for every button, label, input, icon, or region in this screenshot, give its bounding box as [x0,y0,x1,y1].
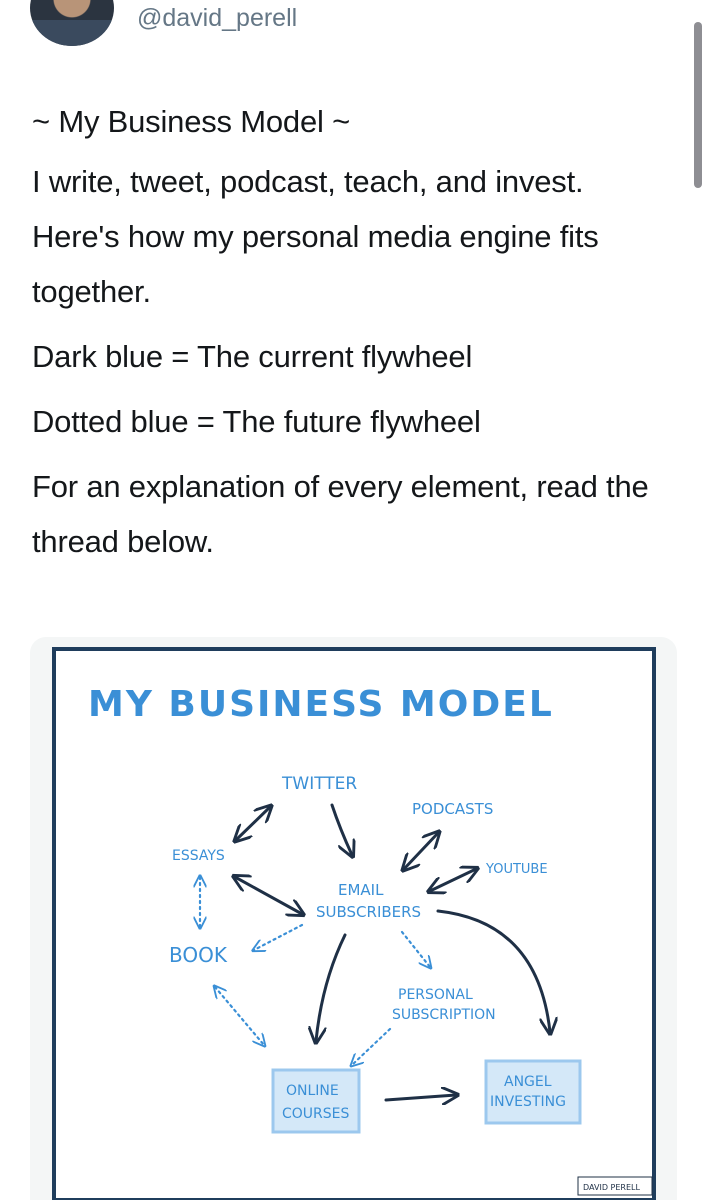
signature: DAVID PERELL [583,1183,640,1192]
scrollbar[interactable] [694,22,702,188]
signature-box [577,1176,653,1196]
node-angel-line1: ANGEL [504,1074,552,1090]
arrow-email-angel [436,909,550,1032]
diagram-title: MY BUSINESS MODEL [88,684,554,725]
arrow-email-book [254,923,304,950]
node-personal-line2: SUBSCRIPTION [392,1007,496,1023]
tweet-paragraph-4: For an explanation of every element, rea… [32,469,649,559]
node-book: BOOK [169,943,228,967]
arrow-podcasts-email [404,833,438,869]
courses-box [271,1068,361,1134]
tweet-paragraph-2: Dark blue = The current flywheel [32,339,473,374]
business-model-diagram: MY BUSINESS MODEL TWITTER PODCASTS ESSAY… [52,647,656,1200]
node-courses-line1: ONLINE [286,1083,339,1099]
tweet-paragraph-1: I write, tweet, podcast, teach, and inve… [32,164,599,309]
arrow-email-personal [400,930,430,967]
tweet-image[interactable]: MY BUSINESS MODEL TWITTER PODCASTS ESSAY… [30,637,677,1200]
node-personal-line1: PERSONAL [398,987,473,1003]
arrow-email-courses [316,933,347,1041]
author-handle[interactable]: @david_perell [137,4,298,32]
arrow-youtube-email [430,869,476,891]
node-youtube: YOUTUBE [485,862,548,877]
node-email-line1: EMAIL [338,881,384,899]
node-angel-line2: INVESTING [490,1094,566,1110]
node-twitter: TWITTER [281,774,357,794]
arrow-book-courses [215,987,264,1045]
tweet-paragraph-3: Dotted blue = The future flywheel [32,404,481,439]
node-email-line2: SUBSCRIBERS [316,903,421,921]
arrow-courses-angel [384,1095,456,1100]
arrow-personal-courses [352,1027,392,1065]
arrow-essays-email [235,877,302,914]
tweet-text: ~ My Business Model ~ I write, tweet, po… [32,94,682,579]
angel-box [484,1059,582,1125]
tweet-title: ~ My Business Model ~ [32,104,351,139]
node-podcasts: PODCASTS [412,800,493,818]
node-essays: ESSAYS [172,848,225,864]
node-courses-line2: COURSES [282,1106,350,1122]
avatar[interactable] [30,0,114,46]
arrow-twitter-essays [236,807,270,840]
arrow-twitter-email [330,803,352,855]
